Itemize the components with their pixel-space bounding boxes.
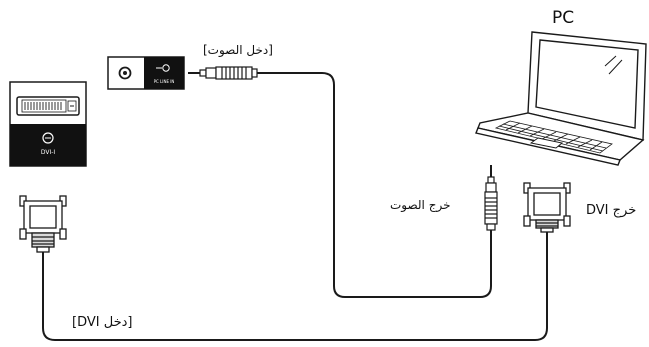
dvi-in-label: [DVI دخل] bbox=[72, 315, 133, 330]
audio-out-label: خرج الصوت bbox=[390, 198, 451, 212]
audio-cable bbox=[256, 72, 492, 298]
dvi-port-icon: DVI-I bbox=[9, 81, 87, 167]
pc-label: PC bbox=[552, 8, 575, 28]
audio-plug-icon bbox=[188, 66, 258, 80]
dvi-out-label: خرج DVI bbox=[586, 203, 637, 218]
dvi-plug-icon bbox=[19, 195, 67, 253]
audio-in-label: [دخل الصوت] bbox=[203, 43, 273, 57]
audio-port-icon: PC LINE IN bbox=[107, 56, 185, 90]
dvi-cable bbox=[42, 231, 548, 341]
port-dvi-caption: DVI-I bbox=[41, 149, 56, 156]
port-audio-caption: PC LINE IN bbox=[154, 79, 175, 84]
audio-plug-icon-pc bbox=[484, 165, 498, 231]
laptop-icon bbox=[475, 31, 647, 166]
dvi-plug-icon-pc bbox=[523, 182, 571, 233]
